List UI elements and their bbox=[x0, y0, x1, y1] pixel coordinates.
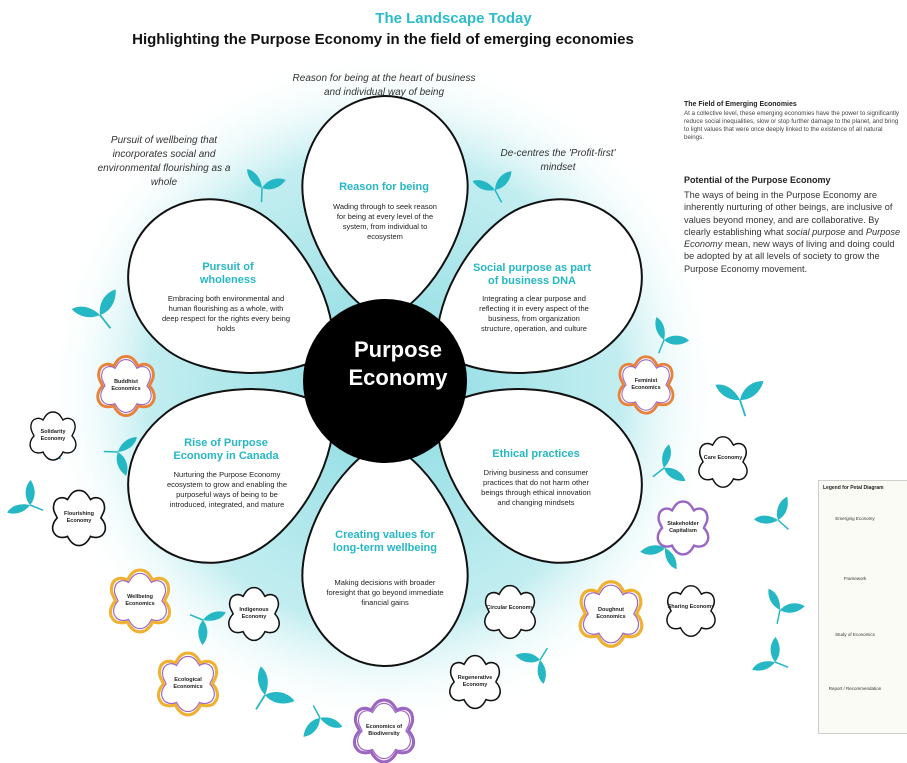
field-text: At a collective level, these emerging ec… bbox=[684, 110, 899, 141]
legend-panel bbox=[818, 480, 907, 734]
legend-label-emerging: Emerging Economy bbox=[835, 516, 875, 521]
page-subtitle: Highlighting the Purpose Economy in the … bbox=[132, 31, 634, 48]
economy-label: Circular Economy bbox=[486, 605, 534, 611]
leaf-icon bbox=[757, 588, 807, 632]
potential-text: The ways of being in the Purpose Economy… bbox=[684, 190, 901, 274]
economy-label: Buddhist Economics bbox=[111, 379, 141, 392]
center-label: Purpose Economy bbox=[334, 336, 462, 392]
economy-label: Solidarity Economy bbox=[40, 429, 66, 442]
economy-blob bbox=[484, 584, 536, 640]
center-label-line2: Economy bbox=[348, 365, 448, 390]
economy-label: Regenerative Economy bbox=[457, 675, 493, 688]
petal-title-rise-canada: Rise of Purpose Economy in Canada bbox=[173, 437, 279, 462]
petal-body-reason-for-being: Wading through to seek reason for being … bbox=[333, 202, 437, 241]
economy-label: Feminist Economics bbox=[631, 378, 661, 391]
quote-left: Pursuit of wellbeing that incorporates s… bbox=[97, 135, 231, 188]
economy-label: Sharing Economy bbox=[667, 604, 715, 610]
page-title: The Landscape Today bbox=[375, 10, 532, 27]
petal-body-rise-canada: Nurturing the Purpose Economy ecosystem … bbox=[166, 470, 288, 509]
leaf-icon bbox=[753, 492, 805, 544]
economy-label: Wellbeing Economics bbox=[125, 594, 155, 607]
petal-title-social-purpose: Social purpose as part of business DNA bbox=[473, 262, 591, 287]
legend-label-framework: Framework bbox=[843, 576, 867, 581]
quote-top: Reason for being at the heart of busines… bbox=[292, 73, 476, 98]
center-circle bbox=[303, 299, 467, 463]
petal-title-creating-values: Creating values for long-term wellbeing bbox=[333, 529, 437, 554]
petal-body-social-purpose: Integrating a clear purpose and reflecti… bbox=[479, 294, 589, 333]
petal-body-creating-values: Making decisions with broader foresight … bbox=[326, 578, 444, 607]
economy-label: Stakeholder Capitalism bbox=[667, 521, 699, 534]
economy-label: Ecological Economics bbox=[173, 677, 203, 690]
legend-label-report: Report / Recommendation bbox=[828, 686, 882, 691]
petal-title-reason-for-being: Reason for being bbox=[339, 181, 429, 193]
economy-label: Economics of Biodiversity bbox=[365, 724, 403, 737]
economy-blob bbox=[698, 436, 748, 488]
economy-label: Doughnut Economics bbox=[596, 607, 626, 620]
potential-heading: Potential of the Purpose Economy bbox=[684, 175, 831, 185]
leaf-icon bbox=[6, 477, 54, 529]
economy-label: Flourishing Economy bbox=[64, 511, 94, 524]
petal-title-ethical-practices: Ethical practices bbox=[492, 448, 580, 460]
field-heading: The Field of Emerging Economies bbox=[684, 101, 797, 108]
center-label-line1: Purpose bbox=[353, 337, 443, 362]
quote-right: De-centres the 'Profit-first' mindset bbox=[500, 148, 616, 173]
economy-label: Care Economy bbox=[703, 455, 743, 461]
leaf-icon bbox=[751, 634, 799, 686]
petal-title-pursuit-wholeness: Pursuit of wholeness bbox=[199, 261, 257, 286]
petal-body-ethical-practices: Driving business and consumer practices … bbox=[481, 468, 591, 507]
economy-blob bbox=[666, 585, 716, 637]
legend-title: Legend for Petal Diagram bbox=[823, 485, 884, 491]
economy-label: Indigenous Economy bbox=[239, 607, 269, 620]
petal-body-pursuit-wholeness: Embracing both environmental and human f… bbox=[162, 294, 290, 333]
legend-label-study: Study of Economics bbox=[835, 632, 875, 637]
